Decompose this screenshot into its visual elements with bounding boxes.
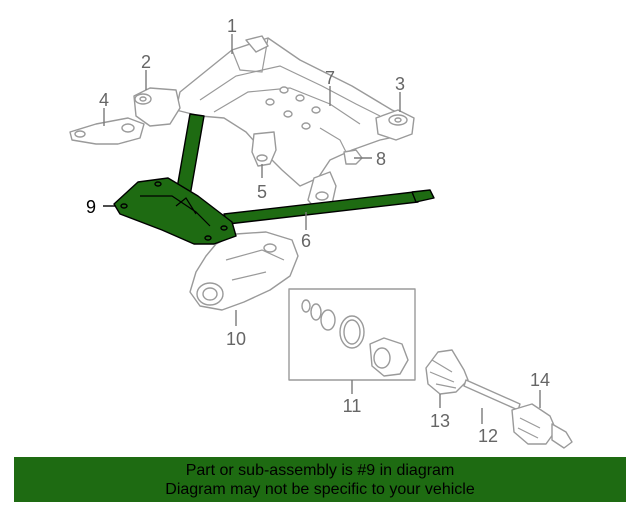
callout-1: 1 [227, 16, 237, 36]
highlighted-brace-part [113, 113, 435, 245]
seal-kit-box [288, 288, 416, 381]
callout-7: 7 [325, 68, 335, 88]
leader-lines [103, 34, 541, 424]
callout-11: 11 [343, 396, 362, 416]
banner-line-part-number: Part or sub-assembly is #9 in diagram [185, 461, 455, 479]
small-bracket [251, 131, 277, 167]
callout-3: 3 [395, 74, 405, 94]
banner-line-disclaimer: Diagram may not be specific to your vehi… [165, 480, 475, 498]
mount-bushing-right [375, 109, 415, 141]
differential-part [189, 231, 299, 311]
mount-bushing-left [133, 87, 181, 127]
callout-14: 14 [530, 370, 550, 390]
subframe-part [175, 35, 413, 187]
callout-10: 10 [226, 329, 246, 349]
parts-diagram: 1 2 3 4 5 6 7 8 9 10 11 12 13 14 [69, 16, 573, 449]
callout-13: 13 [430, 411, 450, 431]
callout-5: 5 [257, 182, 267, 202]
axle-shaft-part [463, 379, 521, 411]
info-banner: Part or sub-assembly is #9 in diagram Di… [14, 457, 626, 502]
callout-9: 9 [86, 197, 96, 217]
callout-12: 12 [478, 426, 498, 446]
callout-2: 2 [141, 52, 151, 72]
callout-8: 8 [376, 149, 386, 169]
outer-joint-part [511, 403, 573, 449]
link-bracket [69, 117, 145, 145]
callout-4: 4 [99, 90, 109, 110]
cv-boot-part [425, 349, 469, 395]
nut-part [343, 149, 363, 165]
callout-6: 6 [301, 231, 311, 251]
